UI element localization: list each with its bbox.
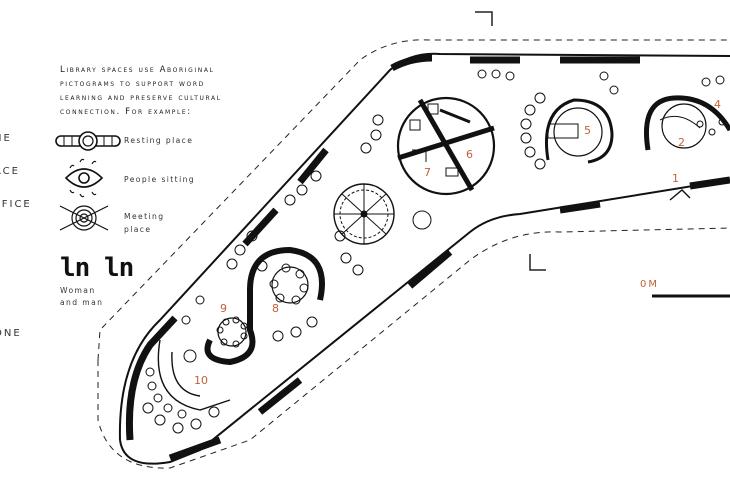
scale-label: 0M — [640, 279, 659, 290]
room-number-7: 7 — [424, 166, 431, 179]
svg-text:ln ln: ln ln — [60, 253, 133, 283]
note-line-4: connection. For example: — [60, 107, 192, 117]
legend-label-woman-man-1: Woman — [60, 286, 96, 295]
room-number-9: 9 — [220, 302, 227, 315]
edge-label-1: NE — [0, 133, 12, 144]
woman-and-man-icon: ln ln — [60, 253, 134, 283]
edge-label-4: ONE — [0, 328, 22, 339]
room-number-1: 1 — [672, 172, 679, 185]
seats-room-8 — [181, 260, 318, 342]
note-line-3: learning and preserve cultural — [60, 93, 222, 103]
spiral-stair — [333, 183, 395, 245]
people-sitting-icon — [64, 158, 104, 198]
edge-label-3: FFICE — [0, 199, 32, 210]
room-number-5: 5 — [584, 124, 591, 137]
room-6-7 — [396, 96, 496, 196]
legend-label-meeting-2: place — [124, 225, 152, 234]
edge-label-2: ACE — [0, 166, 20, 177]
room-number-4: 4 — [714, 98, 721, 111]
building-outline — [118, 52, 730, 465]
seats-room-5 — [477, 69, 619, 170]
column-marker — [412, 210, 432, 230]
room-2-4 — [644, 75, 730, 151]
legend-label-resting-place: Resting place — [124, 136, 194, 145]
room-number-8: 8 — [272, 302, 279, 315]
room-number-10: 10 — [194, 374, 208, 387]
resting-place-icon — [55, 131, 121, 151]
legend-label-woman-man-2: and man — [60, 298, 104, 307]
room-5 — [477, 69, 619, 170]
entrance-marker — [669, 189, 691, 201]
legend-label-people-sitting: People sitting — [124, 175, 196, 184]
seats-room-9 — [216, 316, 248, 348]
note-line-1: Library spaces use Aboriginal — [60, 65, 215, 75]
seats-room-2-4 — [696, 75, 726, 136]
room-10 — [142, 339, 231, 434]
legend-label-meeting-1: Meeting — [124, 212, 165, 221]
corner-marks — [475, 11, 546, 271]
room-number-2: 2 — [678, 136, 685, 149]
room-8-9 — [181, 246, 325, 366]
note-line-2: pictograms to support word — [60, 79, 205, 89]
site-boundary — [97, 39, 730, 469]
legend-note: Library spaces use Aboriginal pictograms… — [60, 63, 320, 119]
seats-room-10 — [142, 349, 220, 434]
room-number-6: 6 — [466, 148, 473, 161]
meeting-place-icon — [59, 205, 109, 231]
